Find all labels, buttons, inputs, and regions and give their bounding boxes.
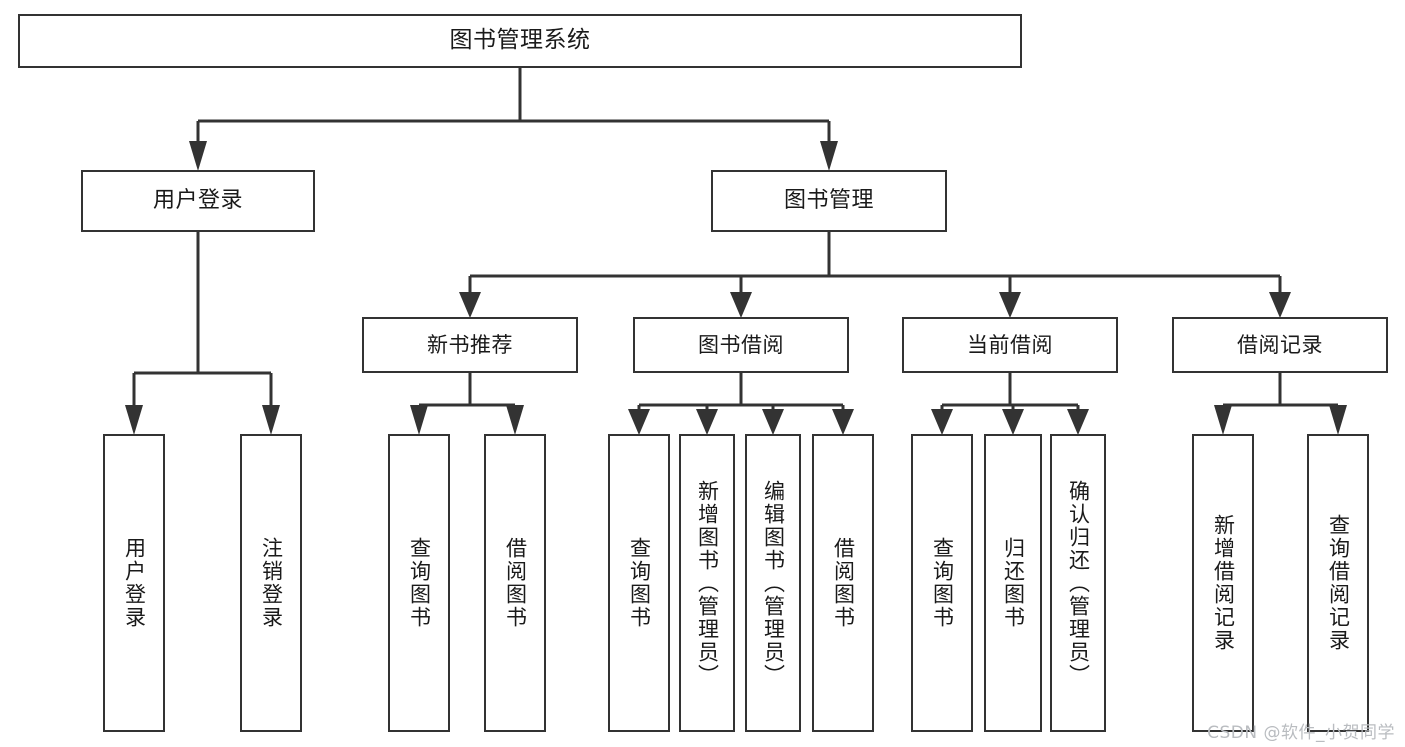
node-leaf-return-book[interactable]: 归还图书: [984, 434, 1042, 732]
node-leaf-add-borrow-record[interactable]: 新增借阅记录: [1192, 434, 1254, 732]
node-current-borrowing[interactable]: 当前借阅: [902, 317, 1118, 373]
node-label: 编辑图书（管理员）: [761, 479, 786, 687]
node-leaf-user-login[interactable]: 用户登录: [103, 434, 165, 732]
node-label: 查询图书: [407, 537, 432, 629]
node-label: 新增借阅记录: [1211, 514, 1236, 652]
node-label: 查询图书: [627, 537, 652, 629]
node-leaf-confirm-return[interactable]: 确认归还（管理员）: [1050, 434, 1106, 732]
node-label: 用户登录: [122, 537, 147, 629]
node-label: 图书管理系统: [449, 27, 591, 54]
node-label: 查询借阅记录: [1326, 514, 1351, 652]
node-label: 注销登录: [259, 537, 284, 629]
node-label: 图书借阅: [698, 332, 784, 357]
node-leaf-query-borrow-record[interactable]: 查询借阅记录: [1307, 434, 1369, 732]
node-leaf-edit-book[interactable]: 编辑图书（管理员）: [745, 434, 801, 732]
node-leaf-borrow-book-2[interactable]: 借阅图书: [812, 434, 874, 732]
node-leaf-query-book-1[interactable]: 查询图书: [388, 434, 450, 732]
node-user-login[interactable]: 用户登录: [81, 170, 315, 232]
node-label: 查询图书: [930, 537, 955, 629]
node-leaf-query-book-2[interactable]: 查询图书: [608, 434, 670, 732]
node-label: 确认归还（管理员）: [1066, 479, 1091, 687]
node-new-book-recommendation[interactable]: 新书推荐: [362, 317, 578, 373]
node-label: 新增图书（管理员）: [695, 479, 720, 687]
node-label: 归还图书: [1001, 537, 1026, 629]
node-leaf-user-logout[interactable]: 注销登录: [240, 434, 302, 732]
node-label: 当前借阅: [967, 332, 1053, 357]
node-book-management[interactable]: 图书管理: [711, 170, 947, 232]
node-book-management-system[interactable]: 图书管理系统: [18, 14, 1022, 68]
node-label: 借阅图书: [831, 537, 856, 629]
node-label: 用户登录: [152, 187, 243, 213]
node-leaf-query-book-3[interactable]: 查询图书: [911, 434, 973, 732]
node-label: 新书推荐: [427, 332, 513, 357]
node-leaf-borrow-book-1[interactable]: 借阅图书: [484, 434, 546, 732]
node-label: 借阅记录: [1237, 332, 1323, 357]
watermark-text: CSDN @软件_小贺同学: [1207, 723, 1395, 743]
node-label: 借阅图书: [503, 537, 528, 629]
node-book-borrowing[interactable]: 图书借阅: [633, 317, 849, 373]
node-borrowing-records[interactable]: 借阅记录: [1172, 317, 1388, 373]
node-leaf-add-book[interactable]: 新增图书（管理员）: [679, 434, 735, 732]
node-label: 图书管理: [783, 187, 874, 213]
